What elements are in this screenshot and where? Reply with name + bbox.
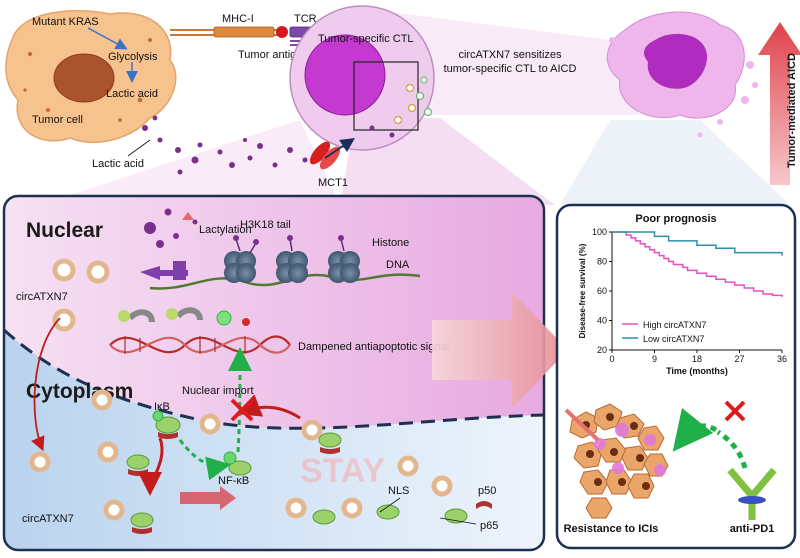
- circrna-rings-cytoplasm: [29, 389, 453, 521]
- label-circ-bottom: circATXN7: [22, 513, 74, 525]
- y-tick-label: 100: [592, 227, 607, 237]
- label-circ-top: circATXN7: [16, 291, 68, 303]
- zoom-cone-lower: [40, 120, 340, 205]
- blocked-arrow-tail: [716, 429, 748, 469]
- aicd-arrow: [758, 22, 800, 185]
- nuclear-lactate-dots: [144, 208, 198, 248]
- dna-helix: [109, 307, 291, 354]
- nuclear-envelope: [4, 328, 544, 430]
- label-lactic-acid-out: Lactic acid: [92, 158, 144, 170]
- label-sensitize-1: circATXN7 sensitizes: [458, 49, 562, 61]
- nfkb-complexes: [126, 416, 468, 528]
- tumor-antigen-dot: [276, 26, 288, 38]
- label-dampened: Dampened antiapoptotic signal: [298, 341, 449, 353]
- label-mhc: MHC-I: [222, 13, 254, 25]
- dying-ctl: [606, 11, 758, 138]
- label-nuclear: Nuclear: [26, 219, 103, 242]
- label-ikb: IκB: [154, 401, 170, 413]
- y-tick-label: 80: [597, 257, 607, 267]
- increase-arrow: [182, 212, 194, 220]
- blocked-arrow: [672, 407, 718, 452]
- label-tumor-cell: Tumor cell: [32, 114, 83, 126]
- series-line-high: [612, 231, 783, 297]
- legend-low: Low circATXN7: [643, 334, 704, 344]
- label-nuclear-import: Nuclear import: [182, 385, 254, 397]
- label-lactylation: Lactylation: [199, 224, 252, 236]
- mct1-transporter: MCT1: [309, 138, 355, 189]
- x-axis-label: Time (months): [666, 366, 728, 376]
- label-lactic-acid-cell: Lactic acid: [106, 88, 158, 100]
- mechanism-panel: Nuclear Cytoplasm: [2, 194, 546, 552]
- label-histone: Histone: [372, 237, 409, 249]
- ctl-cell: Tumor-specific CTL: [289, 5, 435, 151]
- release-arrow: [178, 439, 231, 481]
- zoom-cone-top: [390, 12, 640, 115]
- x-tick-label: 18: [692, 354, 702, 364]
- p50-subunits: [128, 432, 492, 534]
- label-cytoplasm: Cytoplasm: [26, 380, 133, 403]
- blocked-x-icon: [230, 398, 254, 422]
- circrna-rings-nucleus: [52, 258, 110, 332]
- chart-legend: High circATXN7 Low circATXN7: [622, 320, 706, 344]
- y-tick-label: 40: [597, 316, 607, 326]
- legend-high: High circATXN7: [643, 320, 706, 330]
- tumor-cluster: [564, 403, 669, 519]
- series-line-low: [612, 231, 783, 256]
- retention-arrow: [236, 394, 301, 420]
- label-p65: p65: [480, 520, 498, 532]
- label-ctl: Tumor-specific CTL: [318, 33, 414, 45]
- label-anti-pd1: anti-PD1: [730, 523, 775, 535]
- x-tick-label: 0: [609, 354, 614, 364]
- y-axis-label: Disease-free survival (%): [578, 243, 587, 338]
- x-tick-label: 27: [734, 354, 744, 364]
- label-glycolysis: Glycolysis: [108, 51, 158, 63]
- import-arrow: [227, 347, 252, 453]
- chart-title: Poor prognosis: [635, 213, 716, 225]
- y-tick-label: 60: [597, 286, 607, 296]
- label-resistance: Resistance to ICIs: [564, 523, 659, 535]
- label-mutant-kras: Mutant KRAS: [32, 16, 99, 28]
- label-dna: DNA: [386, 259, 410, 271]
- tumor-nucleus: [53, 53, 115, 103]
- x-tick-label: 9: [652, 354, 657, 364]
- label-h3k18: H3K18 tail: [240, 219, 291, 231]
- label-nls: NLS: [388, 485, 409, 497]
- y-tick-label: 20: [597, 345, 607, 355]
- label-tumor-antigen: Tumor antigen: [238, 49, 309, 61]
- degradation-arrow: [138, 437, 164, 496]
- zoom-cone-right: [560, 120, 790, 205]
- label-stay: STAY: [300, 452, 385, 490]
- nucleosomes: [149, 235, 421, 290]
- label-tumor-mediated: Tumor-mediated AICD: [786, 53, 798, 168]
- label-tcr: TCR: [294, 13, 317, 25]
- tumor-cell: Mutant KRAS Glycolysis Lactic acid Tumor…: [5, 9, 177, 143]
- label-mct1: MCT1: [318, 177, 348, 189]
- arrow-right-small: [180, 486, 236, 510]
- purple-arrow-tail: [173, 261, 186, 280]
- label-p50: p50: [478, 485, 496, 497]
- export-arrow: [31, 317, 61, 452]
- outcome-arrow: [432, 292, 568, 408]
- anti-pd1-antibody: [672, 400, 777, 520]
- nucleus-region: [4, 196, 544, 429]
- label-nfkb: NF-κB: [218, 475, 249, 487]
- lactic-acid-dots: [142, 115, 308, 175]
- x-tick-label: 36: [777, 354, 787, 364]
- ctl-nucleus: [304, 34, 386, 116]
- purple-arrow: [140, 266, 188, 280]
- label-sensitize-2: tumor-specific CTL to AICD: [444, 63, 577, 75]
